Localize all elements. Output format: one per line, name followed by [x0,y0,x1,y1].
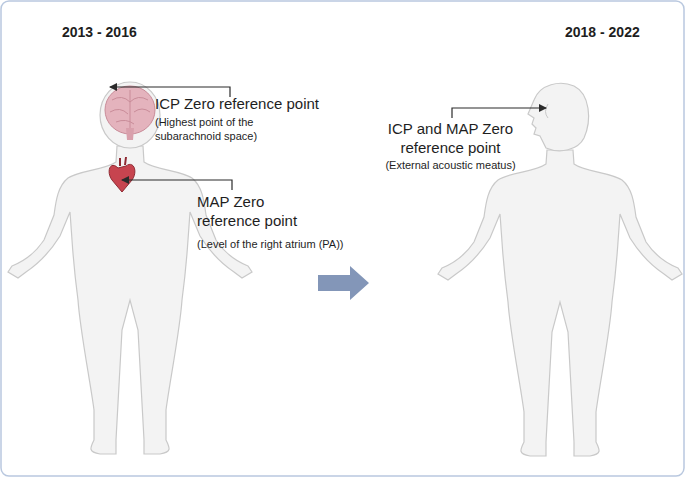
body-outline [8,146,252,454]
leader-arrow [122,180,232,190]
reference-note: (External acoustic meatus) [378,159,523,173]
brain [105,86,155,134]
leader-arrow [452,108,546,118]
reference-label: ICP Zero reference point [155,95,355,114]
head-profile [528,83,589,150]
reference-label: ICP and MAP Zero reference point [378,120,523,158]
brain-folds [110,90,150,128]
transition-arrow [318,266,369,300]
reference-note: (Level of the right atrium (PA)) [197,238,427,252]
period-heading: 2018 - 2022 [565,24,675,42]
reference-label: MAP Zero reference point [197,193,315,231]
body-outline [438,150,682,456]
brainstem [126,128,134,140]
ear [546,104,549,118]
reference-note: (Highest point of the subarachnoid space… [155,116,295,144]
period-heading: 2013 - 2016 [62,24,172,42]
heart-vessels [120,157,126,166]
head [100,82,160,148]
heart [109,164,135,192]
